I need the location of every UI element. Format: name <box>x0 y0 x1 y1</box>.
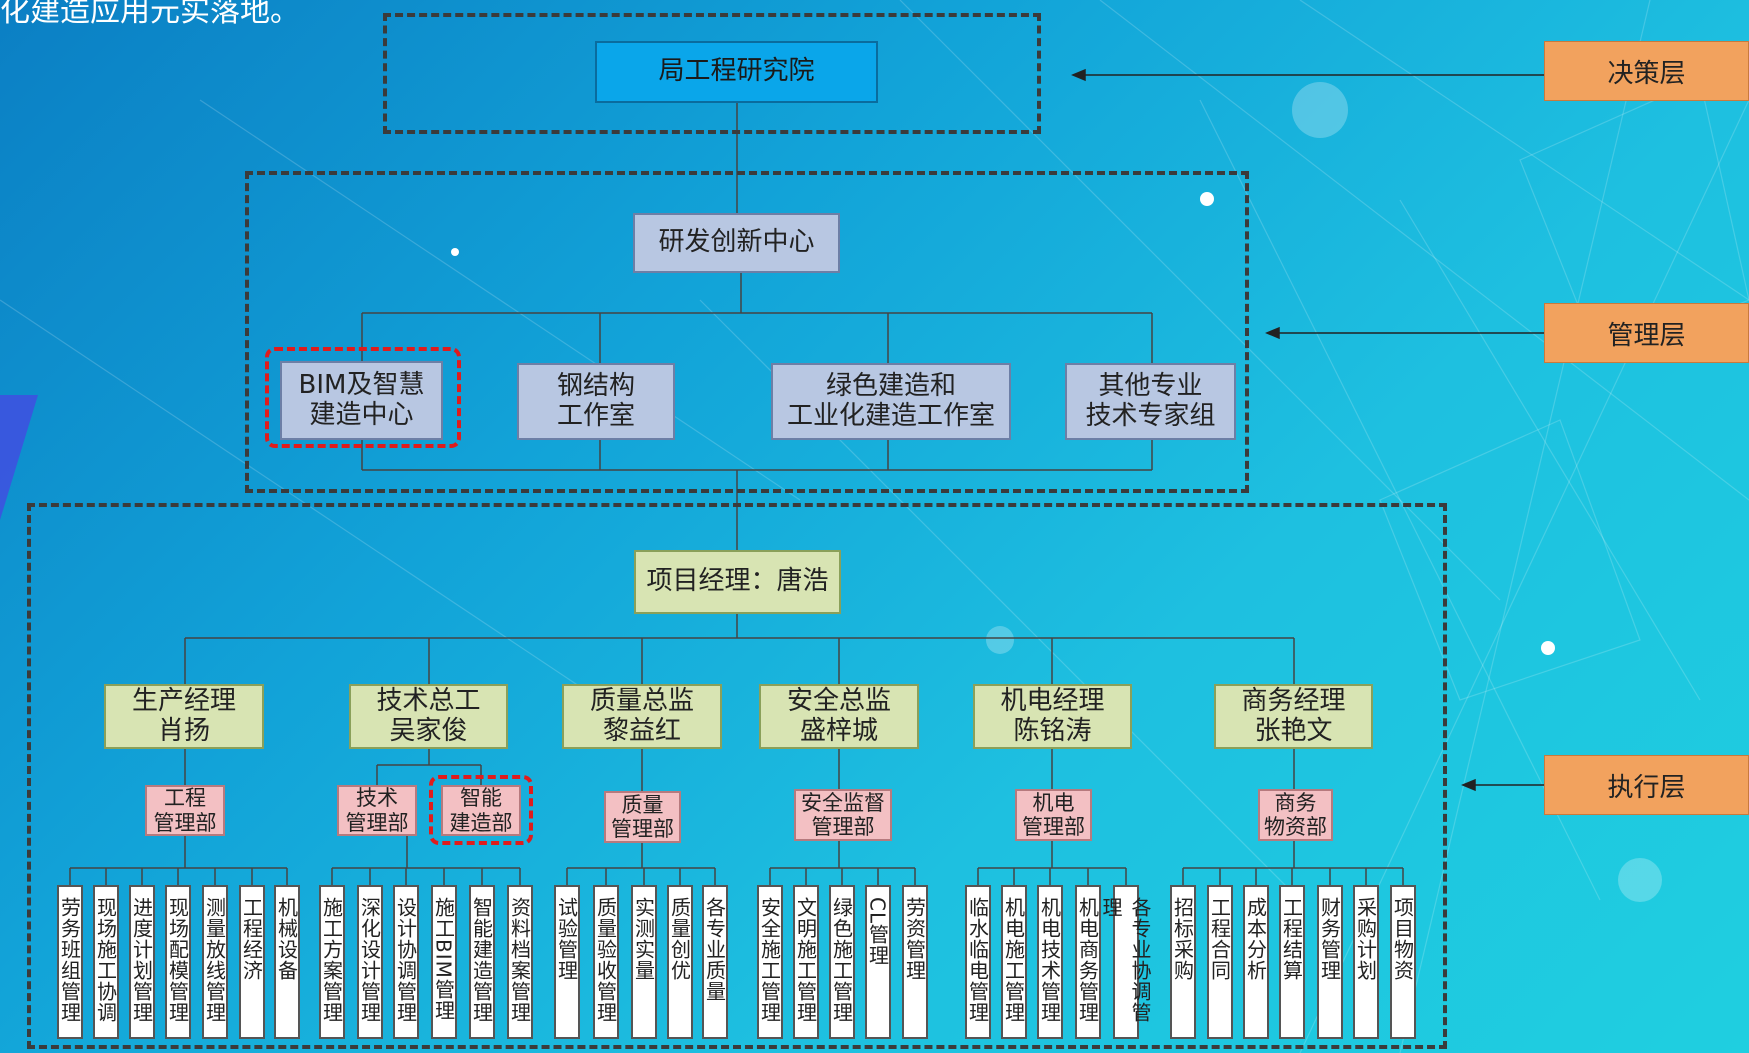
task-label: 资料档案管理 <box>506 897 535 1037</box>
task-label: 文明施工管理 <box>792 897 821 1037</box>
task-label: 财务管理 <box>1316 897 1345 1037</box>
highlight-bim-center <box>265 347 461 448</box>
task-label: 试验管理 <box>553 897 582 1037</box>
task-label: 安全施工管理 <box>756 897 785 1037</box>
task-item: 劳务班组管理 <box>57 885 83 1039</box>
rd-center-node: 研发创新中心 <box>633 213 840 273</box>
task-label: 实测实量 <box>630 897 659 1037</box>
task-label: 成本分析 <box>1242 897 1271 1037</box>
manager-quality: 质量总监 黎益红 <box>562 684 722 749</box>
task-label: 进度计划管理 <box>128 897 157 1037</box>
task-item: 临水临电管理 <box>965 885 991 1039</box>
task-item: 质量创优 <box>667 885 693 1039</box>
manager-mep: 机电经理 陈铭涛 <box>973 684 1132 749</box>
task-item: 工程结算 <box>1279 885 1305 1039</box>
task-item: 机电技术管理 <box>1037 885 1063 1039</box>
task-item: CL管理 <box>865 885 891 1039</box>
task-item: 施工方案管理 <box>319 885 345 1039</box>
mgmt-unit-steel: 钢结构 工作室 <box>517 363 675 440</box>
task-label: 工程合同 <box>1206 897 1235 1037</box>
task-label: 劳资管理 <box>901 897 930 1037</box>
manager-safety: 安全总监 盛梓城 <box>759 684 919 749</box>
task-label: 各专业质量 <box>701 897 730 1037</box>
task-item: 劳资管理 <box>902 885 928 1039</box>
dept-engineering: 工程 管理部 <box>145 785 225 836</box>
task-item: 质量验收管理 <box>593 885 619 1039</box>
task-item: 绿色施工管理 <box>829 885 855 1039</box>
task-label: 采购计划 <box>1352 897 1381 1037</box>
task-item: 资料档案管理 <box>507 885 533 1039</box>
task-item: 采购计划 <box>1353 885 1379 1039</box>
task-item: 各专业质量 <box>702 885 728 1039</box>
task-label: 项目物资 <box>1389 897 1418 1037</box>
dept-mep: 机电 管理部 <box>1015 789 1092 841</box>
org-top-node: 局工程研究院 <box>595 41 878 103</box>
task-label: 质量创优 <box>666 897 695 1037</box>
task-item: 文明施工管理 <box>793 885 819 1039</box>
task-label: 机电施工管理 <box>1000 897 1029 1037</box>
task-item: 工程合同 <box>1207 885 1233 1039</box>
manager-production: 生产经理 肖扬 <box>104 684 264 749</box>
task-label: 测量放线管理 <box>201 897 230 1037</box>
dept-commercial: 商务 物资部 <box>1258 789 1333 841</box>
task-item: 机械设备 <box>274 885 300 1039</box>
highlight-smart-construction <box>429 775 533 845</box>
task-item: 工程经济 <box>239 885 265 1039</box>
task-label: 机电技术管理 <box>1036 897 1065 1037</box>
project-manager-node: 项目经理：唐浩 <box>634 550 841 614</box>
task-item: 成本分析 <box>1243 885 1269 1039</box>
task-item: 测量放线管理 <box>202 885 228 1039</box>
layer-label-execution: 执行层 <box>1544 755 1749 815</box>
task-item: 进度计划管理 <box>129 885 155 1039</box>
task-label: 设计协调管理 <box>392 897 421 1037</box>
manager-technical: 技术总工 吴家俊 <box>349 684 508 749</box>
task-item: 安全施工管理 <box>757 885 783 1039</box>
task-item: 项目物资 <box>1390 885 1416 1039</box>
task-label: 招标采购 <box>1169 897 1198 1037</box>
task-item: 财务管理 <box>1317 885 1343 1039</box>
task-item: 各专业协调管理 <box>1113 885 1139 1039</box>
task-item: 招标采购 <box>1170 885 1196 1039</box>
task-label: CL管理 <box>864 897 893 1037</box>
task-item: 现场配模管理 <box>165 885 191 1039</box>
task-item: 实测实量 <box>631 885 657 1039</box>
dept-technical: 技术 管理部 <box>337 785 417 836</box>
task-label: 智能建造管理 <box>468 897 497 1037</box>
task-item: 施工BIM管理 <box>431 885 457 1039</box>
task-label: 深化设计管理 <box>356 897 385 1037</box>
task-item: 试验管理 <box>554 885 580 1039</box>
task-label: 各专业协调管理 <box>1097 897 1155 1037</box>
task-label: 工程结算 <box>1278 897 1307 1037</box>
task-label: 劳务班组管理 <box>56 897 85 1037</box>
mgmt-unit-experts: 其他专业 技术专家组 <box>1065 363 1236 440</box>
task-label: 临水临电管理 <box>964 897 993 1037</box>
dept-safety: 安全监督 管理部 <box>794 789 892 841</box>
mgmt-unit-green: 绿色建造和 工业化建造工作室 <box>771 363 1011 440</box>
task-item: 设计协调管理 <box>393 885 419 1039</box>
task-item: 机电施工管理 <box>1001 885 1027 1039</box>
task-label: 机械设备 <box>273 897 302 1037</box>
task-item: 深化设计管理 <box>357 885 383 1039</box>
layer-label-decision: 决策层 <box>1544 41 1749 101</box>
task-item: 现场施工协调 <box>93 885 119 1039</box>
task-label: 施工方案管理 <box>318 897 347 1037</box>
layer-label-management: 管理层 <box>1544 303 1749 363</box>
task-label: 施工BIM管理 <box>430 897 459 1037</box>
task-item: 智能建造管理 <box>469 885 495 1039</box>
task-label: 现场施工协调 <box>92 897 121 1037</box>
manager-commercial: 商务经理 张艳文 <box>1214 684 1373 749</box>
task-label: 工程经济 <box>238 897 267 1037</box>
task-label: 绿色施工管理 <box>828 897 857 1037</box>
task-label: 现场配模管理 <box>164 897 193 1037</box>
task-label: 质量验收管理 <box>592 897 621 1037</box>
dept-quality: 质量 管理部 <box>604 791 681 843</box>
